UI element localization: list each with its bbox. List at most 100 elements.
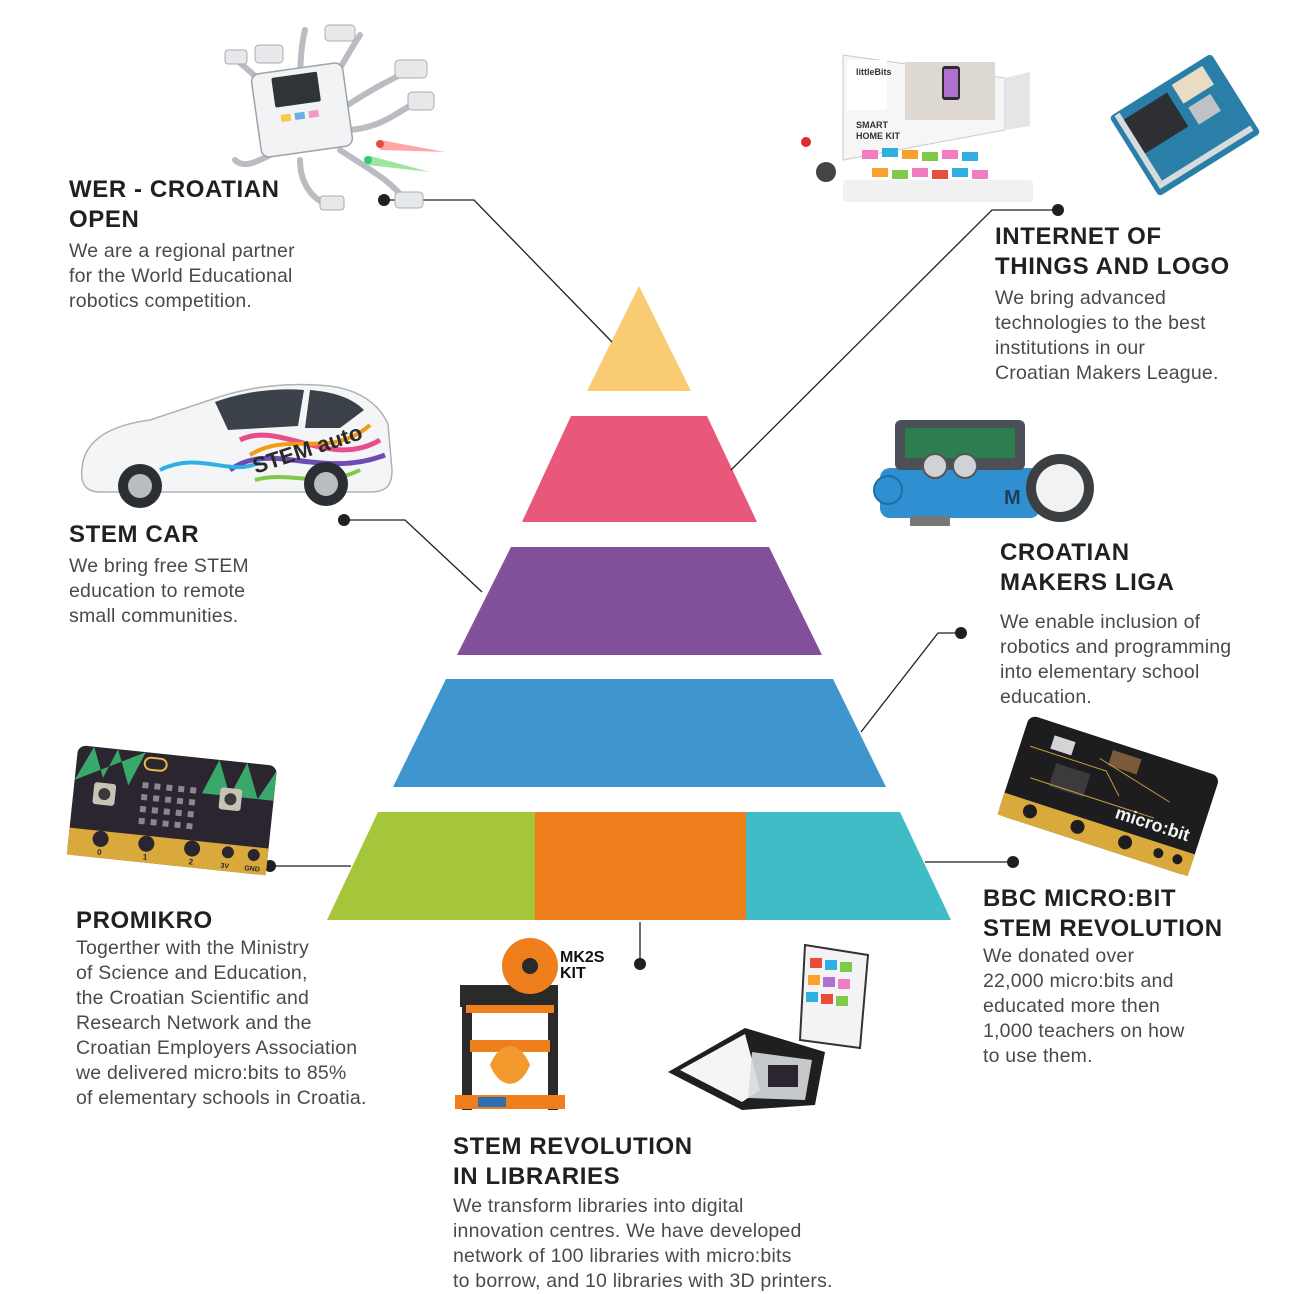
text-line: the Croatian Scientific and <box>76 987 310 1009</box>
item-wer-croatian-open: WER - CROATIAN OPEN We are a regional pa… <box>69 175 369 314</box>
text-line: Togerther with the Ministry <box>76 937 309 959</box>
text-line: Research Network and the <box>76 1012 312 1034</box>
text-line: to borrow, and 10 libraries with 3D prin… <box>453 1270 833 1292</box>
text-line: We donated over <box>983 945 1135 967</box>
text-line: of elementary schools in Croatia. <box>76 1087 367 1109</box>
title-line: STEM REVOLUTION <box>983 915 1223 942</box>
item-title: CROATIAN MAKERS LIGA <box>1000 538 1290 598</box>
stem-auto-car-icon: STEM auto <box>80 383 393 508</box>
text-line: we delivered micro:bits to 85% <box>76 1062 347 1084</box>
text-line: network of 100 libraries with micro:bits <box>453 1245 792 1267</box>
connector-dot-cml <box>955 627 967 639</box>
text-line: technologies to the best <box>995 312 1206 334</box>
item-title: BBC MICRO:BIT STEM REVOLUTION <box>983 884 1283 944</box>
pyramid-level-4 <box>393 679 886 787</box>
svg-text:M: M <box>1004 487 1021 509</box>
mbot-robot-icon: M <box>873 420 1094 526</box>
kit-brand-label: littleBits <box>856 67 892 77</box>
title-line: IN LIBRARIES <box>453 1163 621 1190</box>
title-line: INTERNET OF <box>995 223 1162 250</box>
connector-cml <box>860 632 961 733</box>
printer-label-2: KIT <box>560 965 586 982</box>
item-bbc-microbit: BBC MICRO:BIT STEM REVOLUTION We donated… <box>983 884 1283 1069</box>
item-title: WER - CROATIAN OPEN <box>69 175 369 235</box>
item-description: We donated over 22,000 micro:bits and ed… <box>983 944 1283 1069</box>
pin-label-1: 1 <box>142 852 148 861</box>
text-line: 22,000 micro:bits and <box>983 970 1174 992</box>
text-line: innovation centres. We have developed <box>453 1220 802 1242</box>
text-line: into elementary school <box>1000 661 1200 683</box>
connector-iot <box>730 209 1058 471</box>
pyramid-level-2 <box>522 416 757 522</box>
pyramid-level-3 <box>457 547 822 655</box>
arduino-board-icon <box>1110 54 1260 196</box>
text-line: for the World Educational <box>69 265 293 287</box>
text-line: of Science and Education, <box>76 962 308 984</box>
item-description: We transform libraries into digital inno… <box>453 1194 953 1294</box>
text-line: We bring free STEM <box>69 555 249 577</box>
title-line: BBC MICRO:BIT <box>983 885 1177 912</box>
item-stem-revolution-libraries: STEM REVOLUTION IN LIBRARIES We transfor… <box>453 1132 953 1294</box>
pin-label-2: 2 <box>188 857 194 866</box>
pyramid-level-1 <box>587 286 691 391</box>
title-line: STEM CAR <box>69 521 200 548</box>
text-line: robotics competition. <box>69 290 253 312</box>
connector-dot-iot <box>1052 204 1064 216</box>
item-description: We are a regional partner for the World … <box>69 239 369 314</box>
text-line: We bring advanced <box>995 287 1167 309</box>
3d-printer-icon: MK2S KIT <box>455 938 605 1110</box>
pin-label-gnd: GND <box>244 865 260 874</box>
text-line: institutions in our <box>995 337 1146 359</box>
connector-dot-wer <box>378 194 390 206</box>
title-line: WER - CROATIAN <box>69 176 280 203</box>
text-line: Croatian Makers League. <box>995 362 1219 384</box>
text-line: small communities. <box>69 605 239 627</box>
text-line: We are a regional partner <box>69 240 295 262</box>
connector-wer <box>384 199 613 343</box>
title-line: PROMIKRO <box>76 907 213 934</box>
connector-dot-promikro <box>264 860 276 872</box>
microbit-kit-book-icon <box>668 943 870 1110</box>
item-title: STEM REVOLUTION IN LIBRARIES <box>453 1132 953 1192</box>
pin-label-0: 0 <box>97 848 103 857</box>
littlebits-smart-home-kit-icon: littleBits SMART HOME KIT <box>801 54 1033 202</box>
text-line: to use them. <box>983 1045 1093 1067</box>
item-internet-of-things: INTERNET OF THINGS AND LOGO We bring adv… <box>995 222 1285 386</box>
connector-dots <box>264 194 1064 970</box>
text-line: education to remote <box>69 580 246 602</box>
text-line: education. <box>1000 686 1092 708</box>
text-line: educated more then <box>983 995 1161 1017</box>
connector-dot-bbc <box>1007 856 1019 868</box>
text-line: robotics and programming <box>1000 636 1232 658</box>
title-line: STEM REVOLUTION <box>453 1133 693 1160</box>
printer-label-1: MK2S <box>560 949 605 966</box>
connector-stemcar <box>344 519 483 593</box>
text-line: We enable inclusion of <box>1000 611 1201 633</box>
pin-label-3v: 3V <box>220 863 230 871</box>
item-stem-car: STEM CAR We bring free STEM education to… <box>69 520 349 629</box>
item-description: We bring advanced technologies to the be… <box>995 286 1285 386</box>
kit-title-label-2: HOME KIT <box>856 131 901 141</box>
item-title: PROMIKRO <box>76 906 426 936</box>
pyramid-level-5-right <box>746 812 951 920</box>
item-description: We enable inclusion of robotics and prog… <box>1000 610 1290 710</box>
text-line: 1,000 teachers on how <box>983 1020 1185 1042</box>
microbit-board-front-icon: 0 1 2 3V GND <box>66 745 277 876</box>
title-line: OPEN <box>69 206 140 233</box>
title-line: MAKERS LIGA <box>1000 569 1175 596</box>
item-title: STEM CAR <box>69 520 349 550</box>
title-line: THINGS AND LOGO <box>995 253 1230 280</box>
text-line: We transform libraries into digital <box>453 1195 744 1217</box>
text-line: Croatian Employers Association <box>76 1037 358 1059</box>
pyramid-level-5-middle <box>535 812 746 920</box>
item-croatian-makers-liga: CROATIAN MAKERS LIGA We enable inclusion… <box>1000 538 1290 710</box>
title-line: CROATIAN <box>1000 539 1130 566</box>
pyramid-level-5-left <box>327 812 535 920</box>
item-title: INTERNET OF THINGS AND LOGO <box>995 222 1285 282</box>
connector-dot-stemcar <box>338 514 350 526</box>
item-promikro: PROMIKRO Togerther with the Ministry of … <box>76 906 426 1111</box>
item-description: We bring free STEM education to remote s… <box>69 554 349 629</box>
robotics-controller-kit-icon <box>224 24 445 211</box>
connector-dot-libraries <box>634 958 646 970</box>
